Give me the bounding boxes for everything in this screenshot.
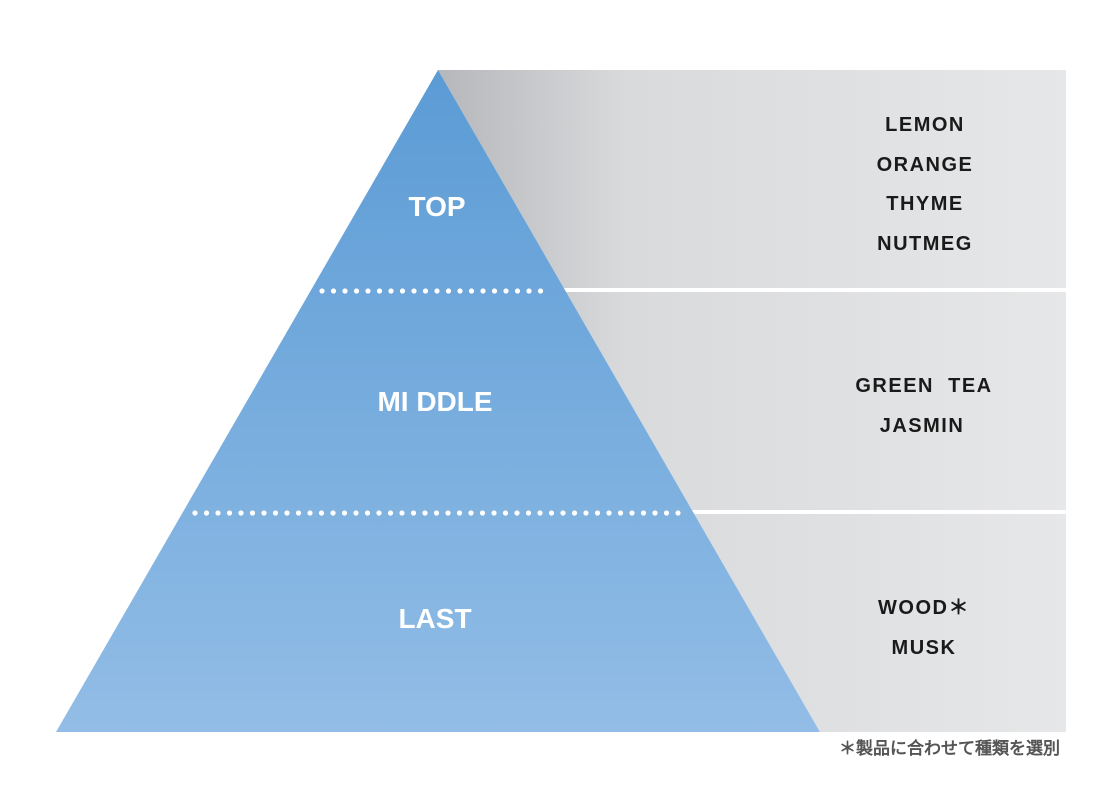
divider-2-dot — [433, 510, 440, 516]
divider-2-dot — [295, 510, 302, 516]
divider-2-dot — [410, 510, 417, 516]
divider-2-dot — [652, 510, 658, 516]
divider-2-dot — [261, 510, 267, 516]
divider-2-dot — [364, 510, 371, 516]
note-top-1: LEMON — [885, 114, 965, 136]
divider-2-dot — [606, 510, 612, 516]
tier-label-top: TOP — [408, 191, 465, 222]
divider-1-dot — [365, 288, 371, 294]
divider-1-dot — [491, 288, 498, 294]
tier-label-last: LAST — [398, 603, 471, 634]
tier-label-middle: MI DDLE — [377, 386, 492, 417]
note-middle-1: GREEN TEA — [855, 375, 992, 397]
divider-2-dot — [675, 510, 681, 516]
note-top-3: THYME — [886, 193, 964, 215]
divider-2-dot — [491, 510, 497, 516]
divider-2-dot — [571, 510, 578, 516]
note-last-2: MUSK — [892, 637, 957, 659]
footnote: ＊製品に合わせて種類を選別 — [839, 739, 1060, 759]
divider-1-dot — [399, 288, 406, 294]
divider-2-dot — [226, 510, 233, 516]
divider-2-dot — [514, 510, 520, 516]
note-top-2: ORANGE — [877, 154, 974, 176]
divider-2-dot — [272, 510, 279, 516]
divider-1-dot — [388, 288, 394, 294]
divider-2-dot — [629, 510, 635, 516]
divider-2-dot — [376, 510, 382, 516]
divider-1-dot — [468, 288, 475, 294]
divider-2-dot — [399, 510, 405, 516]
divider-2-dot — [307, 510, 313, 516]
divider-1-dot — [445, 288, 452, 294]
divider-2-dot — [353, 510, 359, 516]
divider-1-dot — [514, 288, 521, 294]
divider-1-dot — [526, 288, 532, 294]
divider-2-dot — [422, 510, 428, 516]
divider-1-dot — [434, 288, 440, 294]
divider-1-dot — [353, 288, 360, 294]
divider-2-dot — [640, 510, 647, 516]
divider-2-dot — [583, 510, 589, 516]
divider-1-dot — [457, 288, 463, 294]
divider-2-dot — [215, 510, 221, 516]
divider-2-dot — [192, 510, 198, 516]
divider-1-dot — [376, 288, 383, 294]
divider-2-dot — [468, 510, 474, 516]
divider-2-dot — [663, 510, 670, 516]
divider-2-dot — [560, 510, 566, 516]
divider-2-dot — [548, 510, 555, 516]
divider-1-dot — [411, 288, 417, 294]
pyramid-divider-dots-2 — [192, 510, 681, 516]
divider-2-dot — [594, 510, 601, 516]
divider-2-dot — [525, 510, 532, 516]
divider-1-dot — [503, 288, 509, 294]
pyramid — [56, 70, 820, 732]
divider-2-dot — [479, 510, 486, 516]
divider-1-dot — [537, 288, 544, 294]
divider-2-dot — [445, 510, 451, 516]
note-last-1: WOOD＊ — [878, 597, 970, 619]
divider-1-dot — [480, 288, 486, 294]
divider-2-dot — [537, 510, 543, 516]
notes-panel-background — [438, 70, 1066, 732]
divider-2-dot — [502, 510, 509, 516]
note-middle-2: JASMIN — [880, 415, 965, 437]
divider-2-dot — [249, 510, 256, 516]
divider-1-dot — [319, 288, 325, 294]
divider-2-dot — [203, 510, 210, 516]
divider-2-dot — [456, 510, 463, 516]
divider-2-dot — [330, 510, 336, 516]
note-top-4: NUTMEG — [877, 233, 973, 255]
divider-1-dot — [330, 288, 337, 294]
divider-2-dot — [284, 510, 290, 516]
panel-divider-1 — [560, 288, 1066, 292]
divider-2-dot — [617, 510, 624, 516]
pyramid-divider-dots-1 — [319, 288, 544, 294]
divider-1-dot — [342, 288, 348, 294]
divider-1-dot — [422, 288, 429, 294]
panel-divider-2 — [684, 510, 1066, 514]
divider-2-dot — [318, 510, 325, 516]
divider-2-dot — [238, 510, 244, 516]
divider-2-dot — [387, 510, 394, 516]
divider-2-dot — [341, 510, 348, 516]
